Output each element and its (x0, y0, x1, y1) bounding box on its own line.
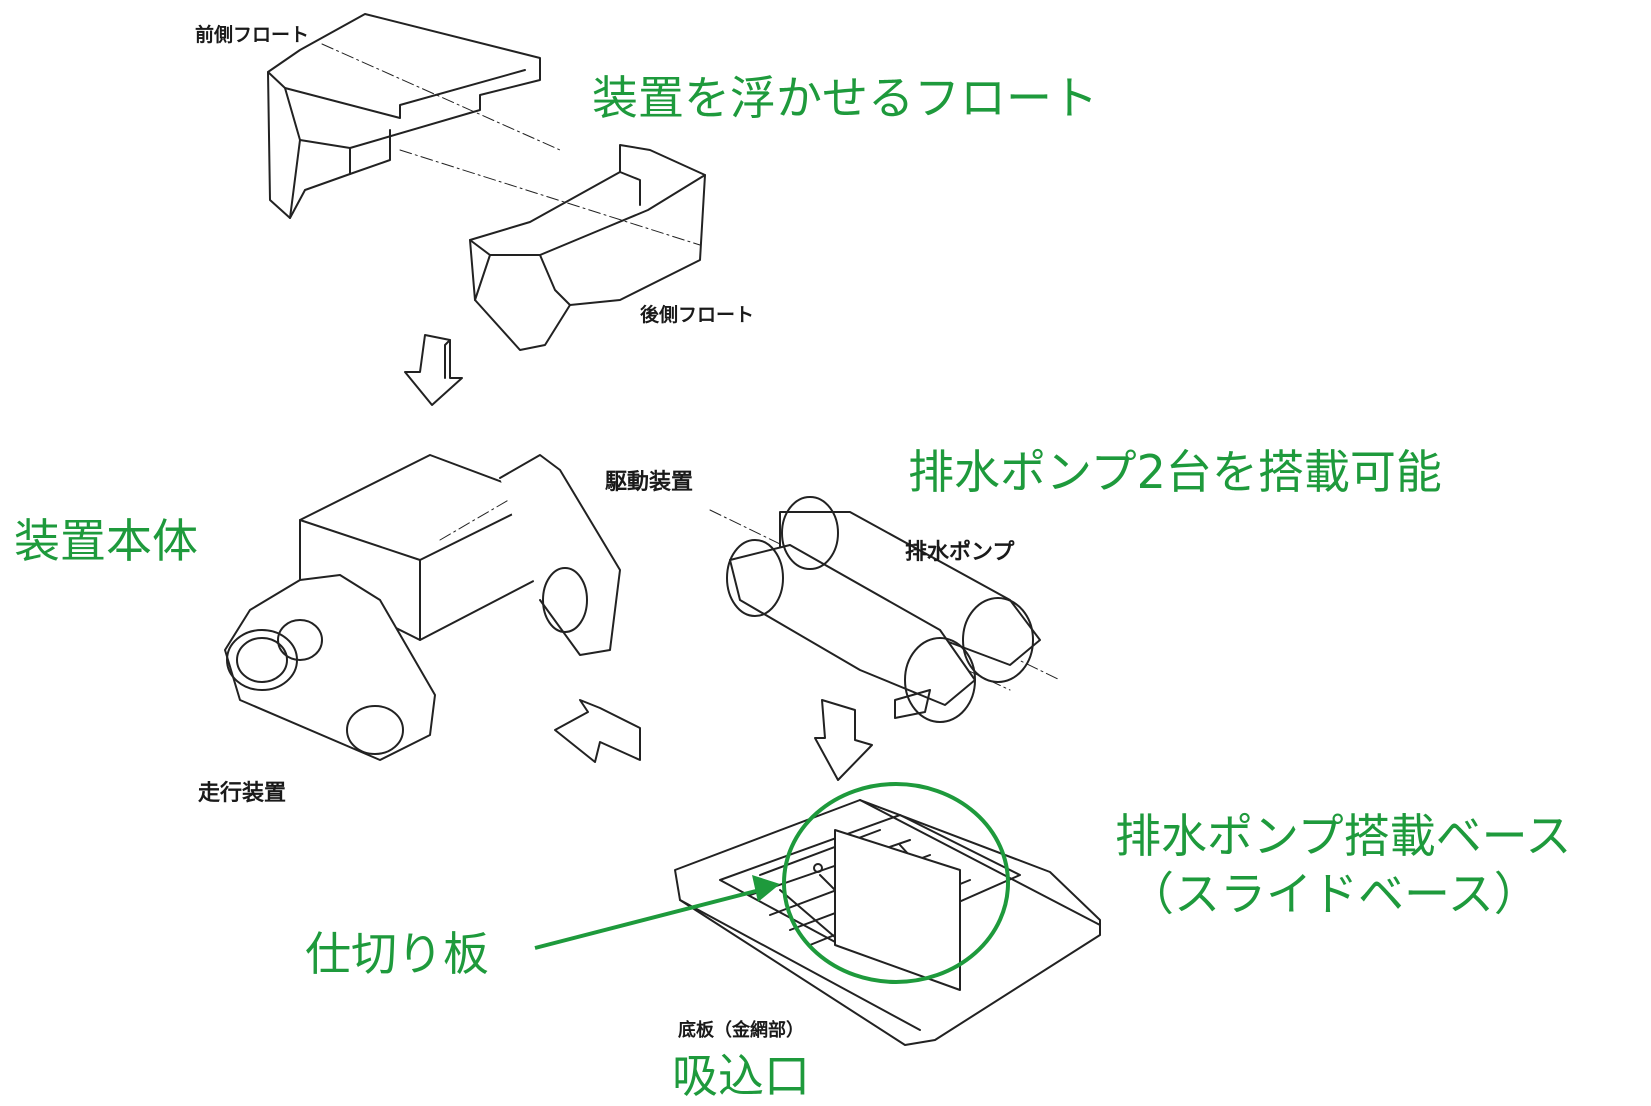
front-float-label: 前側フロート (195, 24, 310, 46)
float-annotation: 装置を浮かせるフロート (592, 71, 1098, 125)
slide-base-part (674, 799, 1101, 1046)
body-annotation: 装置本体 (14, 514, 198, 568)
partition-annotation: 仕切り板 (305, 927, 489, 981)
front-float-part (267, 13, 561, 219)
partition-highlight-circle (782, 782, 1010, 984)
drive-unit-label: 駆動装置 (605, 470, 694, 495)
rear-float-label: 後側フロート (640, 304, 755, 326)
down-arrow-2 (814, 699, 873, 781)
intake-annotation: 吸込口 (672, 1049, 810, 1103)
base-annotation-line2: （スライドベース） (1128, 867, 1540, 921)
partition-pointer-line (534, 888, 761, 950)
main-body-part (224, 454, 621, 761)
pump-label: 排水ポンプ (905, 540, 1015, 565)
down-arrow-1 (404, 334, 463, 406)
bottom-plate-label: 底板（金網部） (678, 1020, 804, 1041)
base-annotation-line1: 排水ポンプ搭載ベース (1115, 809, 1572, 863)
travel-unit-label: 走行装置 (198, 781, 287, 806)
left-arrow (554, 699, 641, 763)
pump-part (709, 496, 1061, 723)
pump-annotation: 排水ポンプ2台を搭載可能 (908, 445, 1442, 499)
rear-float-part (399, 144, 706, 351)
partition-pointer-arrowhead (752, 875, 780, 902)
